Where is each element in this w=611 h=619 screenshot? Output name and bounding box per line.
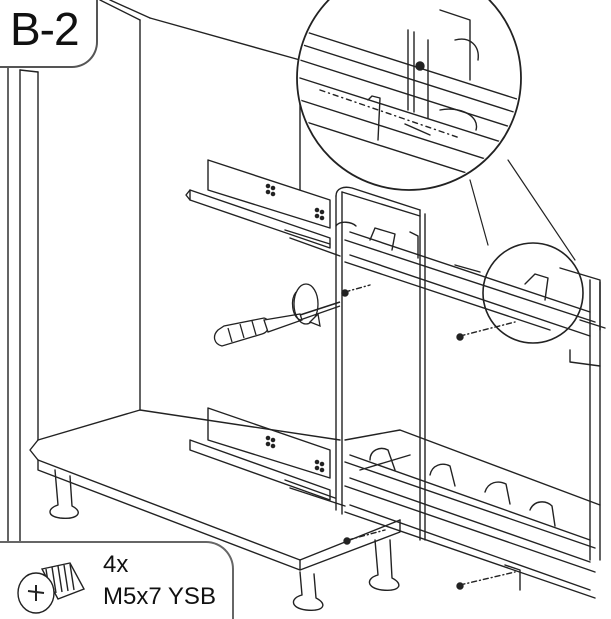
- step-label: B-2: [0, 0, 98, 68]
- cabinet: [7, 0, 471, 612]
- parts-quantity: 4x: [103, 551, 129, 578]
- step-number: B-2: [10, 3, 80, 55]
- screw-icon: [17, 562, 85, 614]
- rotation-arrow-icon: [291, 283, 321, 328]
- screwdriver-icon: [213, 301, 341, 347]
- upper-runner: [185, 159, 341, 257]
- parts-code: M5x7 YSB: [103, 583, 216, 610]
- detail-magnifier-icon: [296, 0, 584, 344]
- lower-runner: [189, 407, 346, 507]
- parts-box: 4x M5x7 YSB: [0, 541, 234, 619]
- screw-positions: [341, 284, 516, 590]
- wire-basket: [335, 186, 606, 599]
